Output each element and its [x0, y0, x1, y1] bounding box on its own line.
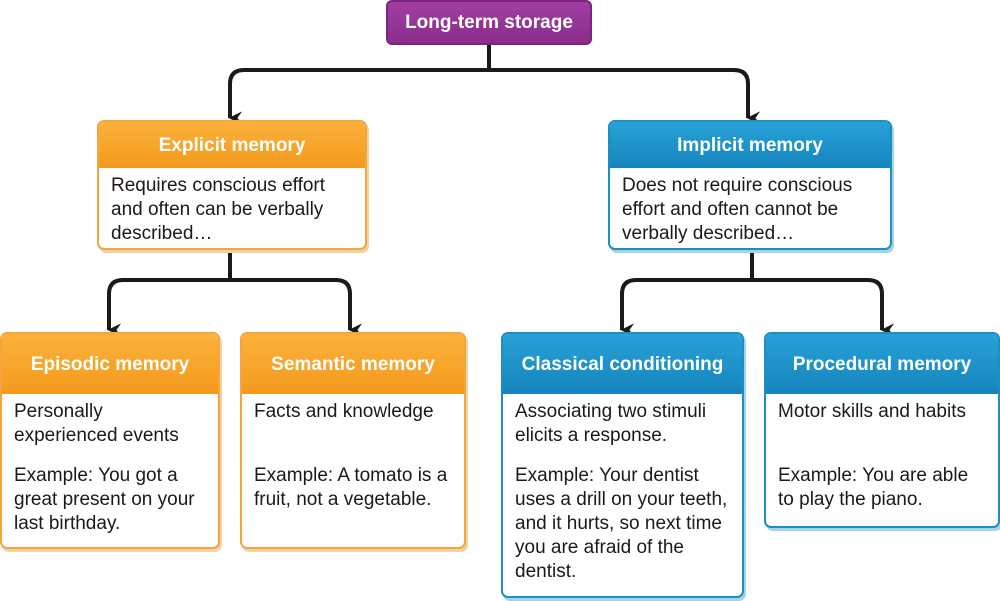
classical-conditioning-title: Classical conditioning — [503, 334, 742, 394]
classical-conditioning-description: Associating two stimuli elicits a respon… — [515, 401, 707, 446]
arrow-to-semantic — [230, 278, 363, 337]
implicit-memory-description: Does not require conscious effort and of… — [622, 175, 853, 244]
semantic-memory-title: Semantic memory — [242, 334, 464, 394]
procedural-memory-example: Example: You are able to play the piano. — [778, 465, 969, 510]
arrow-to-classical — [620, 278, 752, 337]
arrow-to-episodic — [107, 278, 230, 337]
procedural-memory-title: Procedural memory — [766, 334, 998, 394]
classical-conditioning-node: Classical conditioning Associating two s… — [501, 332, 744, 598]
episodic-memory-example: Example: You got a great present on your… — [14, 465, 195, 534]
semantic-memory-example: Example: A tomato is a fruit, not a vege… — [254, 465, 448, 510]
semantic-memory-description: Facts and knowledge — [254, 401, 434, 422]
explicit-memory-node: Explicit memory Requires conscious effor… — [97, 120, 367, 250]
episodic-memory-title: Episodic memory — [2, 334, 218, 394]
procedural-memory-node: Procedural memory Motor skills and habit… — [764, 332, 1000, 528]
implicit-memory-node: Implicit memory Does not require conscio… — [608, 120, 892, 250]
semantic-memory-node: Semantic memory Facts and knowledge Exam… — [240, 332, 466, 549]
arrow-to-implicit — [489, 68, 761, 125]
arrow-to-explicit — [228, 68, 489, 125]
episodic-memory-node: Episodic memory Personally experienced e… — [0, 332, 220, 549]
classical-conditioning-example: Example: Your dentist uses a drill on yo… — [515, 465, 728, 582]
explicit-memory-description: Requires conscious effort and often can … — [111, 175, 326, 244]
arrow-to-procedural — [752, 278, 895, 337]
procedural-memory-description: Motor skills and habits — [778, 401, 966, 422]
explicit-memory-title: Explicit memory — [99, 122, 365, 168]
episodic-memory-description: Personally experienced events — [14, 401, 179, 446]
long-term-storage-label: Long-term storage — [405, 11, 573, 33]
implicit-memory-title: Implicit memory — [610, 122, 890, 168]
long-term-storage-node: Long-term storage — [386, 0, 592, 45]
